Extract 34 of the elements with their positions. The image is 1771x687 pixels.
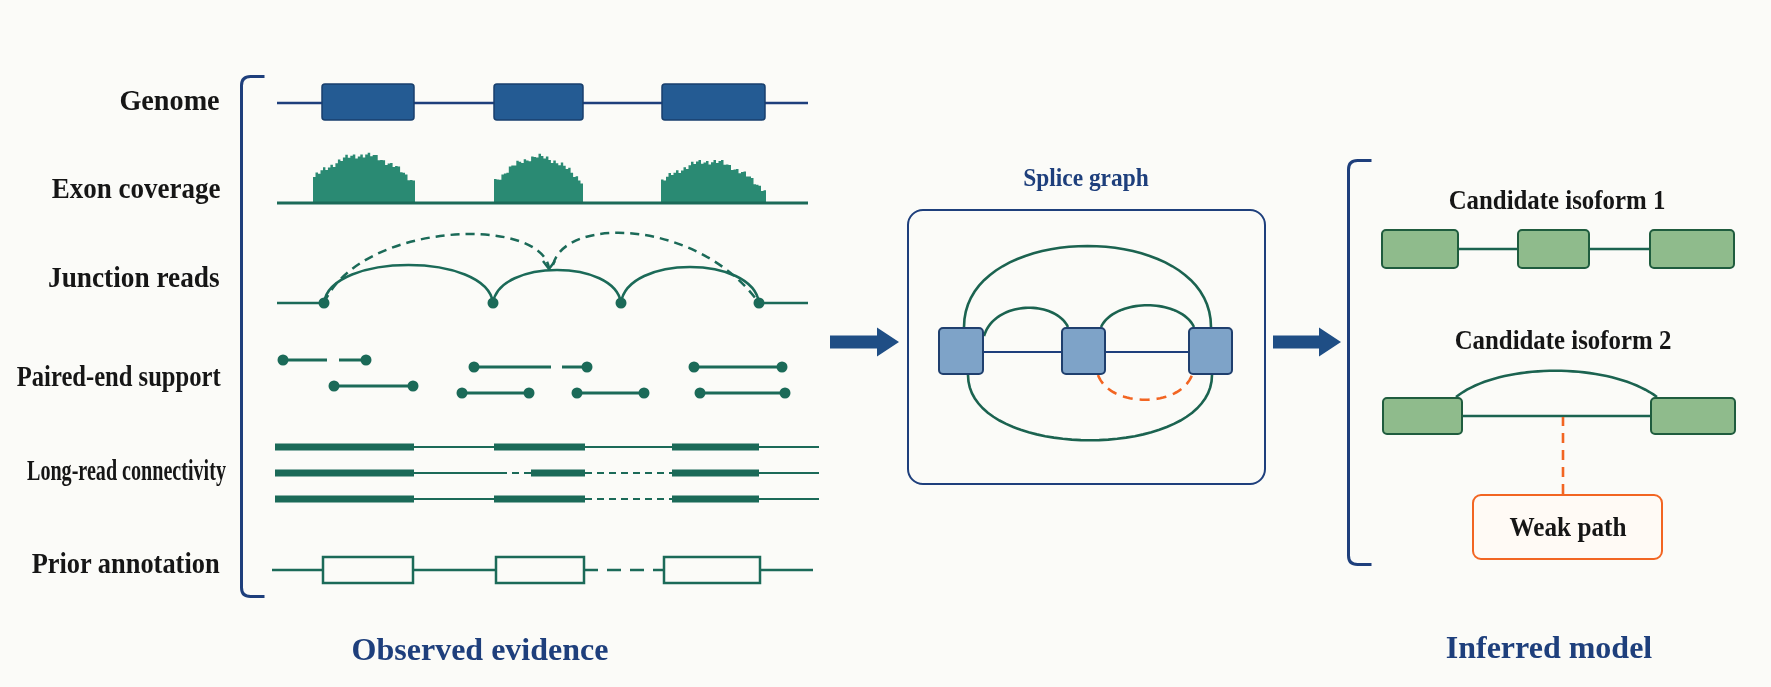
block-arrow [830, 327, 899, 357]
exon-node [1061, 327, 1106, 375]
intron-line [1463, 414, 1650, 418]
graph-arc [982, 306, 1070, 337]
leader-line [1561, 417, 1565, 494]
exon-block [1382, 397, 1463, 435]
track-label: Prior annotation [32, 545, 220, 581]
panel-title: Observed evidence [351, 629, 609, 669]
exon-node [1188, 327, 1233, 375]
track-label: Long-read connectivity [27, 452, 226, 488]
exon-block [1381, 229, 1459, 269]
track-label: Junction reads [48, 259, 220, 295]
graph-arc [962, 244, 1213, 328]
panel-title: Splice graph [1023, 162, 1149, 194]
track-label: Genome [119, 82, 220, 118]
graph-edge [983, 351, 1062, 353]
exon-node [938, 327, 984, 375]
block-arrow [1273, 327, 1341, 357]
graph-arc [1099, 303, 1196, 328]
panel-title: Inferred model [1445, 627, 1653, 667]
exon-block [1650, 397, 1736, 435]
graph-arc [966, 374, 1214, 442]
track-label: Exon coverage [51, 170, 220, 206]
track-label: Paired-end support [17, 358, 221, 394]
isoform-label: Candidate isoform 2 [1454, 323, 1672, 357]
isoform-label: Candidate isoform 1 [1448, 183, 1666, 217]
graph-edge [1105, 351, 1189, 353]
note-box: Weak path [1472, 494, 1663, 560]
intron-line [1590, 247, 1649, 251]
dashed-arc [1096, 374, 1194, 402]
exon-block [1517, 229, 1590, 269]
exon-block [1649, 229, 1735, 269]
intron-line [1459, 247, 1517, 251]
splice-arc [1455, 369, 1658, 399]
